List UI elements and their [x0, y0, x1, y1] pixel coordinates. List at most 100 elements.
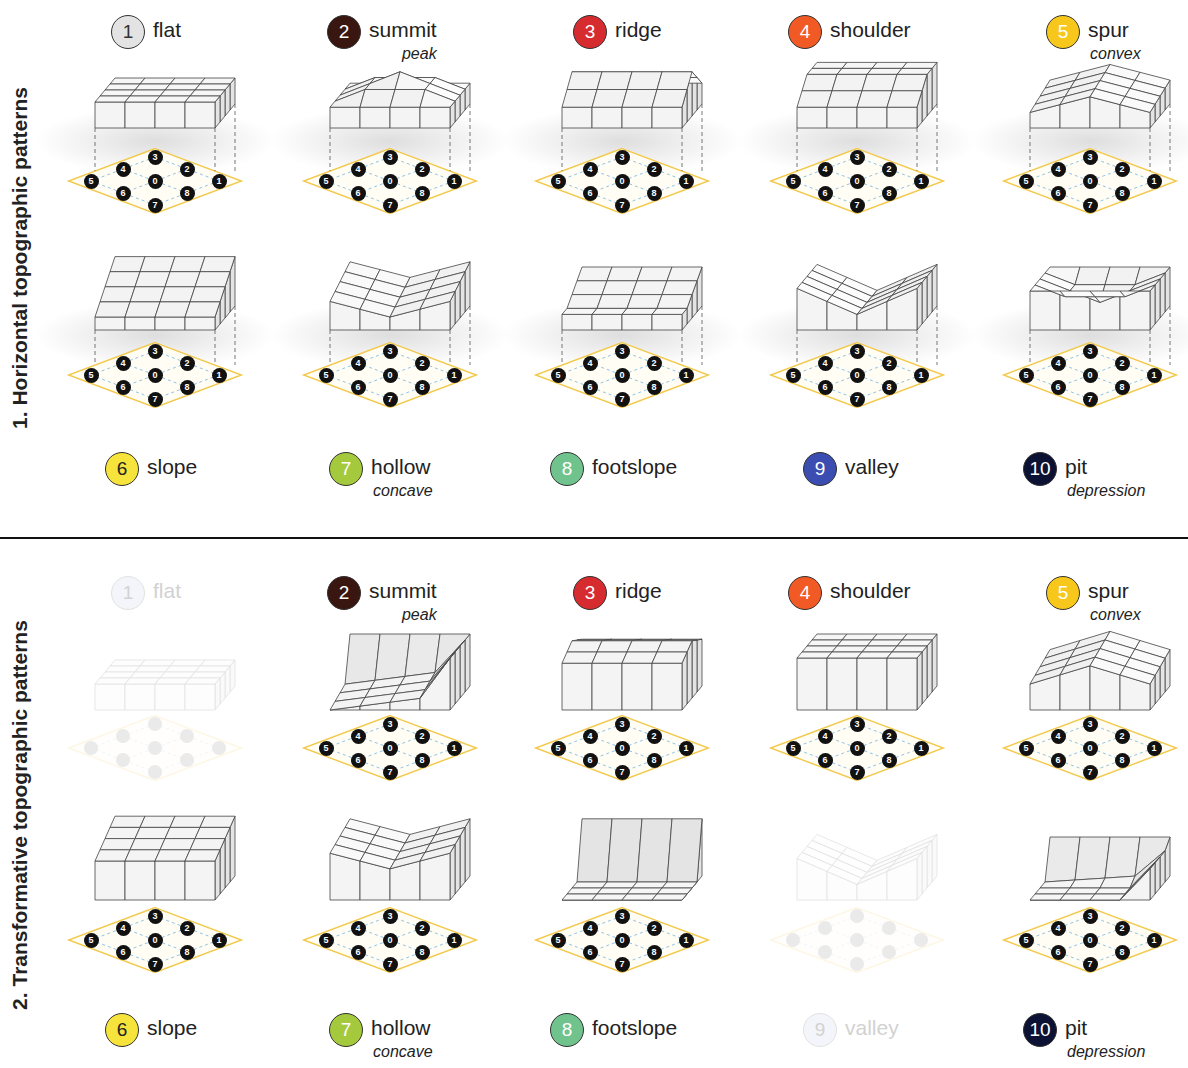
pattern-synonym: depression — [1067, 482, 1145, 500]
terrain-face — [1075, 267, 1110, 285]
callout-number: 0 — [383, 741, 398, 756]
callout-number: 1 — [447, 933, 462, 948]
grid-outline — [69, 149, 242, 214]
terrain-face — [170, 257, 205, 272]
pattern-number: 2 — [327, 576, 361, 610]
section-divider — [0, 537, 1188, 539]
drop-line — [470, 104, 471, 171]
terrain-face — [1030, 894, 1065, 900]
section-title: 2. Transformative topographic patterns — [8, 620, 32, 1010]
terrain-face — [110, 816, 145, 827]
grid-line — [123, 363, 187, 387]
grid-line — [857, 916, 921, 940]
grid-line — [622, 748, 686, 772]
pattern-name: summit — [369, 579, 437, 603]
grid-line — [622, 724, 686, 748]
terrain-face — [130, 287, 165, 302]
side-wall — [450, 652, 455, 710]
callout-number: 8 — [882, 753, 897, 768]
terrain-face — [185, 302, 220, 317]
callout-number: 6 — [1051, 186, 1066, 201]
pattern-badge: 10pitdepression — [1023, 452, 1146, 486]
terrain-face — [872, 634, 907, 640]
grid-point — [116, 753, 130, 767]
terrain-face — [1090, 89, 1125, 105]
pattern-panel — [304, 819, 477, 973]
front-wall — [857, 658, 887, 710]
side-wall — [922, 276, 927, 324]
callout-number: 8 — [415, 186, 430, 201]
pattern-name: spur — [1088, 18, 1129, 42]
front-wall — [887, 658, 917, 710]
grid-line — [1090, 916, 1154, 940]
terrain-face — [100, 672, 135, 678]
terrain-face — [797, 652, 832, 658]
grid-line — [857, 724, 921, 748]
front-wall — [652, 107, 682, 128]
terrain-face — [602, 882, 637, 888]
side-wall — [927, 840, 932, 888]
pattern-name: ridge — [615, 18, 662, 42]
callout-number: 2 — [1115, 921, 1130, 936]
pattern-number: 10 — [1023, 452, 1057, 486]
terrain-face — [622, 90, 657, 108]
terrain-face — [567, 72, 602, 90]
terrain-face — [797, 852, 832, 871]
terrain-face — [807, 640, 842, 646]
pattern-name: footslope — [592, 1016, 677, 1040]
callout-number: 7 — [383, 957, 398, 972]
grid-outline — [771, 908, 944, 973]
callout-number: 4 — [583, 356, 598, 371]
pattern-name: ridge — [615, 579, 662, 603]
terrain-face — [140, 816, 175, 827]
grid-line — [825, 736, 889, 760]
terrain-face — [130, 90, 165, 96]
terrain-face — [607, 819, 642, 882]
terrain-face — [390, 852, 425, 868]
terrain-face — [562, 894, 597, 900]
terrain-face — [135, 666, 170, 672]
terrain-face — [390, 90, 425, 108]
terrain-face — [135, 272, 170, 287]
terrain-face — [160, 90, 195, 96]
terrain-face — [862, 646, 897, 652]
grid-point — [882, 945, 896, 959]
terrain-face — [390, 690, 425, 703]
grid-line — [358, 363, 422, 387]
terrain-face — [1065, 888, 1100, 894]
callout-number: 2 — [882, 729, 897, 744]
terrain-face — [627, 72, 662, 90]
drop-line — [937, 104, 938, 171]
grid-line — [622, 375, 686, 399]
grid-line — [793, 724, 857, 748]
pattern-name: valley — [845, 455, 899, 479]
side-wall — [922, 646, 927, 704]
grid-point — [180, 729, 194, 743]
terrain-face — [345, 634, 380, 684]
grid-line — [1090, 724, 1154, 748]
grid-line — [857, 157, 921, 181]
front-wall — [330, 107, 360, 128]
pattern-number: 1 — [111, 15, 145, 49]
terrain-face — [1120, 666, 1155, 684]
callout-number: 4 — [351, 162, 366, 177]
front-wall — [652, 663, 682, 710]
terrain-face — [1105, 267, 1140, 285]
front-wall — [562, 314, 592, 330]
callout-number: 4 — [1051, 729, 1066, 744]
pattern-badge: 5spurconvex — [1046, 576, 1141, 610]
terrain-face — [95, 850, 130, 861]
callout-number: 3 — [383, 344, 398, 359]
grid-outline — [69, 716, 242, 781]
terrain-face — [827, 295, 862, 314]
pattern-name: summit — [369, 18, 437, 42]
terrain-face — [125, 678, 160, 684]
pattern-panel — [1004, 631, 1177, 780]
terrain-face — [330, 698, 365, 711]
terrain-face — [140, 660, 175, 666]
grid-line — [857, 375, 921, 399]
side-wall — [460, 827, 465, 888]
terrain-face — [165, 272, 200, 287]
terrain-face — [842, 62, 877, 68]
terrain-face — [597, 72, 632, 90]
